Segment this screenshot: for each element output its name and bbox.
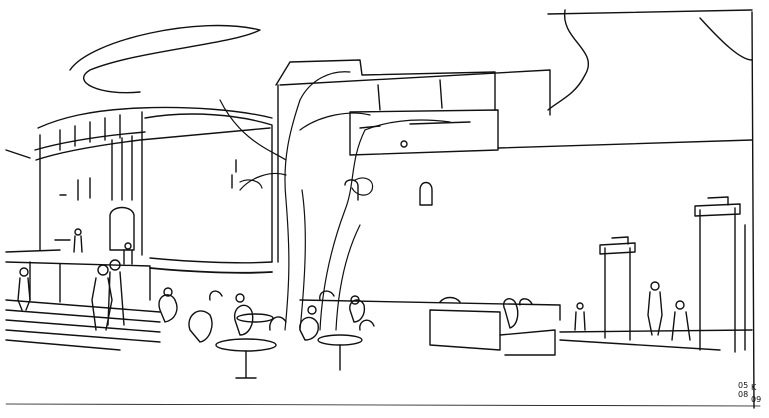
middle-building: [275, 59, 551, 263]
left-building: [34, 106, 273, 274]
signature-date-bottom: 08: [738, 390, 749, 399]
seated-figures: [158, 287, 533, 343]
left-stairs: [5, 261, 161, 351]
artist-signature: 05 08 K 09: [734, 380, 766, 414]
signature-date-top: 05: [738, 381, 749, 390]
sketch-frame: [5, 9, 761, 409]
low-wall: [299, 296, 561, 356]
standing-figures: [17, 140, 691, 341]
right-pillars: [559, 196, 753, 353]
signature-year: 09: [751, 395, 762, 404]
sky-scribbles: [5, 9, 753, 159]
horizon-lines: [5, 139, 753, 253]
plaza-trees: [219, 71, 451, 331]
cafe-tables: [215, 313, 363, 379]
signature-initial: K: [751, 383, 757, 392]
